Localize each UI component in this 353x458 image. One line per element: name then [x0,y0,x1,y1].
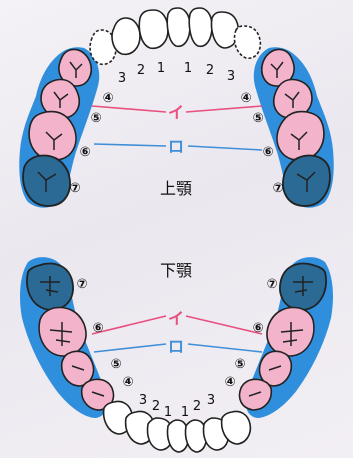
lower-num-left-6: ⑥ [92,321,103,336]
lower-label-i: イ [168,309,184,328]
upper-jaw-title: 上顎 [160,179,192,198]
upper-right-ro-line [187,145,263,151]
lower-right-ro-line [187,343,263,353]
upper-tooth-right-3 [233,25,262,60]
lower-tooth-right-2 [220,410,252,445]
lower-num-left-4: ④ [122,375,133,390]
upper-num-left-2: 2 [137,63,145,78]
lower-num-right-3: 3 [207,393,215,408]
upper-num-left-1b: 1 [157,61,165,76]
lower-num-right-2: 2 [193,399,201,414]
lower-left-ro-line [93,343,167,353]
lower-num-left-2: 2 [152,399,160,414]
lower-num-left-1: 1 [164,405,172,420]
lower-num-left-3: 3 [139,393,147,408]
lower-num-left-5: ⑤ [110,357,121,372]
upper-right-i-line [185,105,263,113]
upper-tooth-left-1 [166,7,191,48]
upper-num-right-7: ⑦ [272,181,283,196]
upper-tooth-left-2 [111,17,141,56]
upper-num-right-5: ⑤ [252,111,263,126]
upper-tooth-right-1 [188,7,213,48]
lower-num-right-6: ⑥ [252,321,263,336]
upper-right-molar-5 [276,110,325,161]
lower-left-i-line [91,315,167,335]
upper-num-right-3: 3 [227,69,235,84]
upper-left-molar-5 [28,110,77,161]
lower-num-right-7: ⑦ [266,277,277,292]
lower-num-right-4: ④ [224,375,235,390]
upper-num-right-6: ⑥ [262,145,273,160]
upper-tooth-left-1b [138,9,169,50]
upper-num-right-4: ④ [240,91,251,106]
upper-num-left-4: ④ [102,91,113,106]
upper-label-ro: ロ [168,137,184,156]
upper-num-right-2: 2 [206,63,214,78]
lower-jaw: 下顎 イ ロ ⑦ ⑥ ⑤ ④ ⑦ ⑥ ⑤ ④ 3 2 1 1 2 3 [20,257,333,453]
upper-tooth-right-2 [210,11,240,49]
lower-fissures [40,276,313,397]
lower-num-left-7: ⑦ [76,277,87,292]
upper-num-left-3: 3 [118,71,126,86]
upper-left-ro-line [93,143,167,147]
upper-fissures [37,61,316,192]
upper-num-left-7: ⑦ [69,181,80,196]
upper-num-left-6: ⑥ [79,145,90,160]
lower-label-ro: ロ [168,337,184,356]
lower-jaw-title: 下顎 [160,261,192,280]
lower-right-i-line [185,315,263,335]
upper-num-left-5: ⑤ [90,111,101,126]
lower-num-right-1: 1 [181,405,189,420]
upper-num-right-1: 1 [184,61,192,76]
lower-num-right-5: ⑤ [234,357,245,372]
upper-left-i-line [91,105,167,113]
upper-jaw: イ ロ 上顎 3 2 1 1 2 3 ④ ⑤ ⑥ ⑦ ④ ⑤ ⑥ ⑦ [19,7,334,208]
upper-label-i: イ [168,103,184,122]
